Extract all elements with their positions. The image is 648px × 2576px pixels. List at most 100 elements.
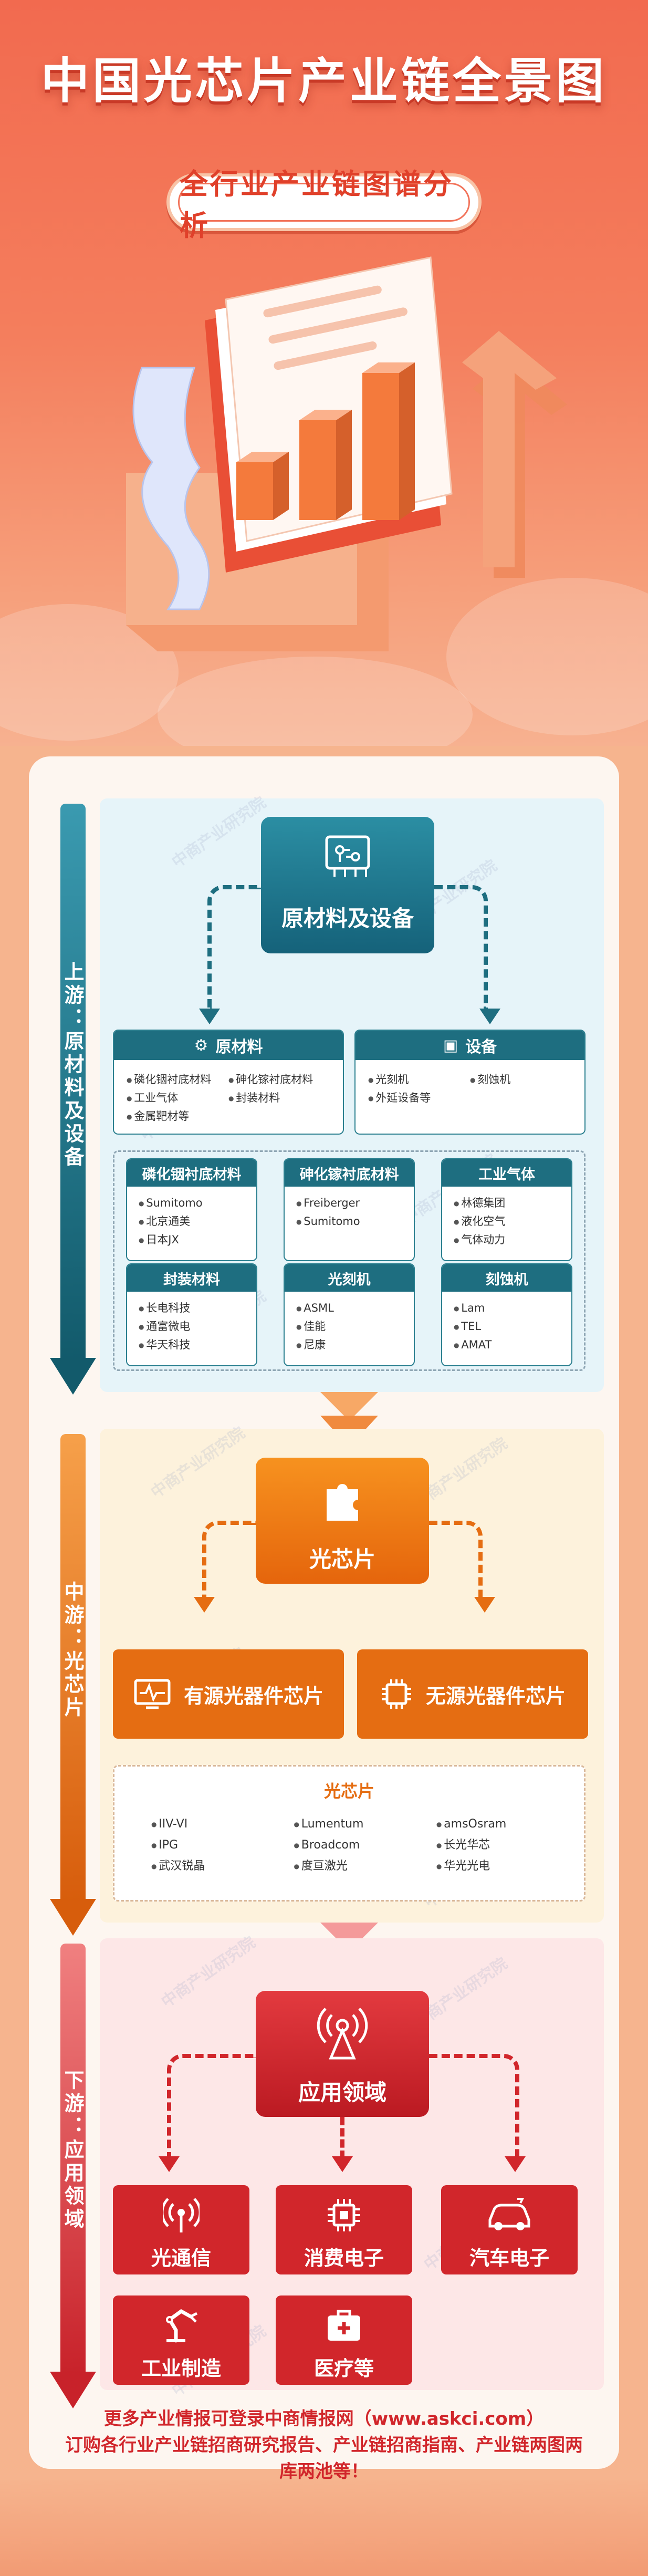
connector: [167, 2054, 256, 2159]
chip-board-icon: [325, 835, 370, 877]
subtitle-pill: 全行业产业链图谱分析: [166, 168, 482, 242]
downstream-arrow: 下游：应用领域: [50, 1944, 96, 2411]
company-box-title: 磷化铟衬底材料: [127, 1159, 256, 1187]
list-item: 度亘激光: [294, 1856, 436, 1877]
app-label: 医疗等: [313, 2357, 374, 2380]
report-chart-illustration: [126, 256, 567, 651]
company-box: 封装材料 长电科技 通富微电 华天科技: [126, 1263, 257, 1366]
upstream-companies-group: [113, 1150, 586, 1371]
list-item: IPG: [151, 1835, 294, 1856]
app-box-industrial: 工业制造: [113, 2295, 249, 2385]
bottom-strip: [0, 2479, 648, 2576]
hero-banner: 中国光芯片产业链全景图 全行业产业链图谱分析: [0, 0, 648, 746]
list-item: 武汉锐晶: [151, 1856, 294, 1877]
robot-arm-icon: [166, 2309, 198, 2343]
downstream-hub-label: 应用领域: [298, 2080, 386, 2105]
raw-materials-box: ⚙原材料 磷化铟衬底材料 砷化镓衬底材料 工业气体 封装材料 金属靶材等: [113, 1030, 344, 1135]
company-box: 磷化铟衬底材料 Sumitomo 北京通美 日本JX: [126, 1158, 257, 1261]
list-item: 封装材料: [228, 1089, 330, 1107]
midstream-label: 中游：光芯片: [61, 1581, 84, 1720]
gear-icon: ⚙: [194, 1036, 208, 1055]
passive-chip-box: 无源光器件芯片: [357, 1649, 588, 1739]
connector-arrowhead: [479, 1009, 500, 1024]
list-item: 长光华芯: [436, 1835, 547, 1856]
active-chip-box: 有源光器件芯片: [113, 1649, 344, 1739]
connector: [202, 1521, 256, 1599]
downstream-hub: 应用领域: [256, 1991, 429, 2117]
company-box: 工业气体 林德集团 液化空气 气体动力: [441, 1158, 572, 1261]
chip-icon: [328, 2199, 360, 2231]
company-box: 刻蚀机 Lam TEL AMAT: [441, 1263, 572, 1366]
connector-arrowhead: [474, 1597, 495, 1613]
company-box-title: 刻蚀机: [442, 1264, 571, 1292]
company-box: 光刻机 ASML 佳能 尼康: [284, 1263, 415, 1366]
list-item: 日本JX: [139, 1231, 245, 1249]
connector: [429, 1521, 483, 1599]
watermark: 中商产业研究院: [147, 1424, 249, 1502]
connector: [429, 2054, 519, 2159]
app-box-consumer-electronics: 消费电子: [276, 2185, 412, 2274]
downstream-label: 下游：应用领域: [61, 2070, 84, 2231]
connector: [207, 885, 261, 1011]
footer-line: 订购各行业产业链招商研究报告、产业链招商指南、产业链两图两库两池等！: [65, 2435, 583, 2482]
list-item: 气体动力: [454, 1231, 560, 1249]
list-item: 砷化镓衬底材料: [228, 1071, 330, 1089]
connector-arrowhead: [194, 1597, 215, 1613]
waveform-monitor-icon: [134, 1679, 171, 1709]
list-item: 金属靶材等: [127, 1107, 228, 1126]
footer-note: 更多产业情报可登录中商情报网（www.askci.com） 订购各行业产业链招商…: [63, 2406, 585, 2485]
list-item: Sumitomo: [296, 1212, 402, 1231]
midstream-arrow: 中游：光芯片: [50, 1434, 96, 1938]
app-box-optical-comm: 光通信: [113, 2185, 249, 2274]
medical-kit-icon: [328, 2310, 360, 2341]
car-icon: [488, 2198, 530, 2230]
cpu-icon: [381, 1679, 411, 1709]
midstream-companies-group: 光芯片 IIV-VI Lumentum amsOsram IPG Broadco…: [113, 1765, 586, 1902]
list-item: Sumitomo: [139, 1194, 245, 1212]
list-item: Freiberger: [296, 1194, 402, 1212]
machine-icon: ▣: [443, 1036, 458, 1055]
subtitle-text: 全行业产业链图谱分析: [178, 168, 470, 242]
connector-arrowhead: [505, 2156, 526, 2172]
company-box-title: 封装材料: [127, 1264, 256, 1292]
connector-arrowhead: [332, 2156, 353, 2172]
watermark: 中商产业研究院: [168, 793, 270, 872]
list-item: 华光光电: [436, 1856, 547, 1877]
equipment-title: 设备: [465, 1038, 497, 1056]
app-box-medical: 医疗等: [276, 2295, 412, 2385]
upstream-label: 上游：原材料及设备: [61, 961, 84, 1169]
passive-chip-label: 无源光器件芯片: [425, 1684, 566, 1708]
list-item: 长电科技: [139, 1299, 245, 1317]
upstream-hub: 原材料及设备: [261, 817, 434, 953]
equipment-box: ▣设备 光刻机 刻蚀机 外延设备等: [354, 1030, 586, 1135]
app-label: 汽车电子: [469, 2247, 549, 2270]
company-box-title: 光刻机: [285, 1264, 414, 1292]
company-box-title: 砷化镓衬底材料: [285, 1159, 414, 1187]
connector: [340, 2117, 344, 2159]
raw-materials-title: 原材料: [215, 1038, 263, 1056]
upstream-hub-label: 原材料及设备: [281, 906, 414, 931]
list-item: Broadcom: [294, 1835, 436, 1856]
company-box-title: 工业气体: [442, 1159, 571, 1187]
connector: [434, 885, 488, 1011]
list-item: Lumentum: [294, 1814, 436, 1835]
footer-line: 更多产业情报可登录中商情报网（www.askci.com）: [103, 2408, 545, 2429]
list-item: 工业气体: [127, 1089, 228, 1107]
puzzle-icon: [327, 1484, 358, 1521]
midstream-companies-title: 光芯片: [323, 1781, 374, 1801]
list-item: 液化空气: [454, 1212, 560, 1231]
watermark: 中商产业研究院: [158, 1933, 259, 2012]
signal-icon: [163, 2198, 200, 2232]
list-item: 北京通美: [139, 1212, 245, 1231]
list-item: 通富微电: [139, 1317, 245, 1336]
cloud-decoration: [446, 578, 648, 735]
page-title: 中国光芯片产业链全景图: [40, 53, 607, 109]
active-chip-label: 有源光器件芯片: [183, 1684, 323, 1708]
midstream-hub-label: 光芯片: [309, 1546, 375, 1572]
list-item: 刻蚀机: [470, 1071, 572, 1089]
list-item: 尼康: [296, 1336, 402, 1354]
list-item: 外延设备等: [368, 1089, 470, 1107]
app-label: 工业制造: [141, 2357, 221, 2380]
cloud-decoration: [158, 657, 473, 746]
company-box: 砷化镓衬底材料 Freiberger Sumitomo: [284, 1158, 415, 1261]
